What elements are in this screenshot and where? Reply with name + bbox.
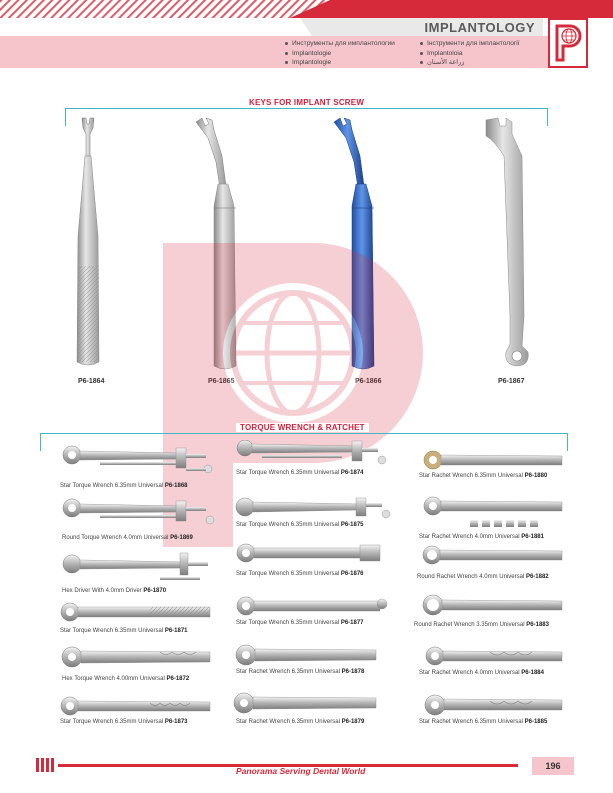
wrench-p6-1883-image — [422, 594, 563, 616]
header-stripe — [0, 0, 613, 18]
bullet-icon — [420, 61, 423, 65]
product-caption: Hex Driver With 4.0mm Driver P6-1870 — [62, 588, 167, 594]
wrench-p6-1882-image — [422, 545, 563, 565]
lang-item: زراعة الأسنان — [427, 59, 465, 67]
lang-item: Инструменты для имплантологии — [292, 40, 395, 47]
languages-right: Інструменти для імплантології Implantolo… — [420, 39, 520, 68]
lang-item: Implantologie — [292, 59, 332, 67]
bullet-icon — [285, 61, 288, 65]
globe-logo-icon — [555, 24, 582, 62]
key-code: P6-1864 — [78, 378, 105, 385]
key-p6-1864-image — [76, 117, 100, 366]
wrench-p6-1869-image — [62, 498, 215, 525]
bullet-icon — [420, 51, 423, 55]
wrench-p6-1881-image — [423, 496, 563, 527]
key-p6-1867-image — [485, 117, 529, 367]
wrench-p6-1873-image — [60, 696, 211, 716]
page-number: 196 — [532, 757, 574, 775]
lang-item: Implantologie — [292, 49, 332, 57]
wrench-p6-1884-image — [425, 646, 563, 666]
product-caption: Star Rachet Wrench 6.35mm Universal P6-1… — [419, 473, 548, 479]
footer-rule — [58, 764, 518, 767]
product-caption: Star Torque Wrench 6.35mm Universal P6-1… — [236, 571, 364, 577]
product-caption: Round Rachet Wrench 4.0mm Universal P6-1… — [417, 574, 549, 580]
keys-section-title: KEYS FOR IMPLANT SCREW — [245, 98, 369, 107]
wrench-p6-1880-image — [423, 450, 563, 470]
keys-bracket — [65, 108, 548, 126]
product-caption: Hex Torque Wrench 4.00mm Universal P6-18… — [62, 676, 190, 682]
key-code: P6-1865 — [208, 378, 235, 385]
wrench-p6-1877-image — [236, 596, 388, 616]
key-p6-1865-image — [195, 117, 237, 370]
wrench-p6-1870-image — [62, 552, 208, 580]
wrench-p6-1879-image — [233, 692, 377, 714]
product-caption: Star Torque Wrench 6.35mm Universal P6-1… — [60, 719, 188, 725]
key-p6-1866-image — [333, 117, 375, 370]
language-band — [0, 36, 548, 68]
product-caption: Star Rachet Wrench 4.0mm Universal P6-18… — [419, 534, 544, 540]
product-caption: Star Rachet Wrench 4.0mm Universal P6-18… — [419, 670, 544, 676]
footer-bars-icon — [36, 758, 54, 772]
product-caption: Star Torque Wrench 6.35mm Universal P6-1… — [60, 628, 188, 634]
bullet-icon — [285, 51, 288, 55]
product-caption: Star Torque Wrench 6.35mm Universal P6-1… — [236, 522, 364, 528]
wrench-p6-1872-image — [61, 646, 211, 668]
wrench-section-title: TORQUE WRENCH & RATCHET — [236, 423, 369, 432]
lang-item: Інструменти для імплантології — [427, 40, 520, 47]
key-code: P6-1867 — [498, 378, 525, 385]
wrench-p6-1885-image — [424, 694, 563, 716]
product-caption: Star Torque Wrench 6.35mm Universal P6-1… — [60, 483, 188, 489]
page-title: IMPLANTOLOGY — [424, 20, 535, 35]
bullet-icon — [285, 42, 288, 46]
wrench-p6-1876-image — [236, 543, 381, 563]
wrench-p6-1868-image — [62, 445, 213, 474]
product-caption: Star Rachet Wrench 6.35mm Universal P6-1… — [236, 669, 365, 675]
product-caption: Round Torque Wrench 4.0mm Universal P6-1… — [62, 535, 193, 541]
product-caption: Round Rachet Wrench 3.35mm Universal P6-… — [414, 622, 549, 628]
wrench-images — [60, 440, 563, 716]
key-code: P6-1866 — [355, 378, 382, 385]
bullet-icon — [420, 42, 423, 46]
header-title-bar — [300, 18, 543, 36]
languages-left: Инструменты для имплантологии Implantolo… — [285, 39, 395, 68]
product-caption: Star Torque Wrench 6.35mm Universal P6-1… — [236, 470, 364, 476]
wrench-p6-1875-image — [235, 497, 391, 519]
brand-logo — [548, 18, 588, 68]
footer-tagline: Panorama Serving Dental World — [236, 766, 366, 776]
wrench-bracket — [40, 433, 568, 451]
wrench-p6-1874-image — [236, 440, 387, 465]
lang-item: Implantoloia — [427, 49, 463, 57]
product-caption: Star Rachet Wrench 6.35mm Universal P6-1… — [419, 719, 548, 725]
product-caption: Star Rachet Wrench 6.35mm Universal P6-1… — [236, 719, 365, 725]
product-caption: Star Torque Wrench 6.35mm Universal P6-1… — [236, 620, 364, 626]
wrench-p6-1878-image — [235, 644, 377, 666]
wrench-p6-1871-image — [60, 602, 211, 622]
